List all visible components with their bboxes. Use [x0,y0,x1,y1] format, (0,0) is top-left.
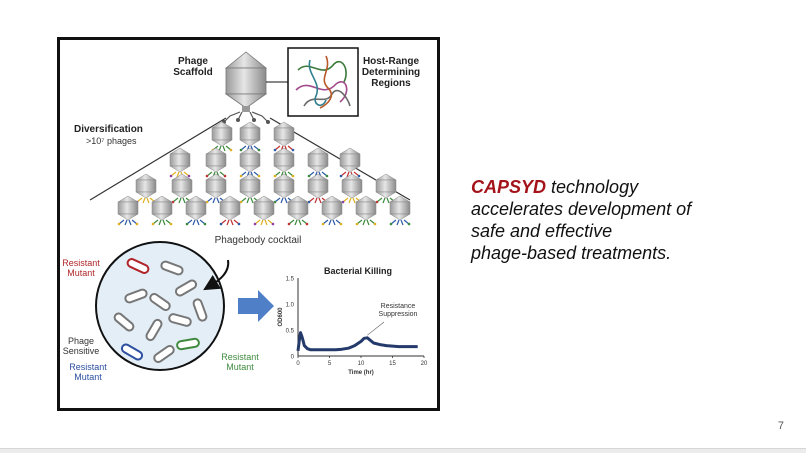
phage-icon [239,121,261,152]
brand-name: CAPSYD [471,177,547,197]
resistant-mutant-green-label: Resistant Mutant [221,352,259,372]
caption-line-3: safe and effective [471,221,613,241]
cocktail-label: Phagebody cocktail [214,235,302,246]
bacterium-icon [160,260,184,276]
y-tick-label: 0 [291,355,295,361]
bacterium-icon [149,292,171,312]
caption-line-1: CAPSYD technology [471,177,639,197]
protein-structure-image [266,47,359,117]
phage-icon [185,195,207,226]
phage-icon [273,147,295,178]
y-tick-label: 1.5 [286,277,295,283]
diversification-label: Diversification [74,124,143,135]
curved-arrow-icon [203,259,230,291]
bacterium-icon [192,298,208,322]
bacterium-icon [168,313,192,327]
phage-icon [171,173,193,204]
y-axis-label: OD600 [278,307,284,327]
caption-line-2: accelerates development of [471,199,692,219]
phage-icon [375,173,397,204]
phage-count-label: >10⁷ phages [86,136,137,146]
resistant-mutant-red-label: Resistant Mutant [62,258,100,278]
phage-icon [211,121,233,152]
x-tick-label: 5 [328,361,332,367]
x-tick-label: 15 [389,361,396,367]
bacterium-icon [174,279,198,297]
x-axis-label: Time (hr) [348,370,374,376]
phage-figure: 1.5 1.0 0.5 00 5 10 15 20 Bacterial KillingTime … [89,47,428,376]
phage-icon [341,173,363,204]
bacterial-killing-chart: 1.5 1.0 0.5 00 5 10 15 20 Bacterial KillingTime … [278,266,428,376]
x-tick-label: 0 [296,361,300,367]
phage-icon [389,195,411,226]
bacterium-icon [176,337,200,351]
phage-icon [151,195,173,226]
right-arrow-icon [238,290,274,322]
page-number: 7 [777,420,784,432]
phage-icon [307,147,329,178]
phage-icon [355,195,377,226]
phage-icon [339,147,361,178]
scaffold-label: Phage Scaffold [173,56,213,78]
y-tick-label: 0.5 [286,329,295,335]
phage-icon [307,173,329,204]
bacterium-icon [120,343,144,361]
bacteria-population-circle [95,241,225,371]
phage-icon [273,173,295,204]
phage-icon [239,173,261,204]
bacterium-icon [153,344,175,364]
series-line [296,331,418,352]
scaffold-phage-icon [222,51,270,124]
bacterium-icon [126,258,150,274]
chart-annotation: Suppression [379,311,418,318]
chart-title: Bacterial Killing [324,266,392,276]
phage-icon [219,195,241,226]
phage-library-grid [117,121,411,226]
chart-annotation: Resistance [381,303,416,310]
phage-icon [239,147,261,178]
phage-icon [287,195,309,226]
phage-icon [169,147,191,178]
resistant-mutant-blue-label: Resistant Mutant [69,362,107,382]
phage-icon [205,173,227,204]
y-tick-label: 1.0 [286,303,295,309]
bacterium-icon [124,288,148,304]
slide-caption: CAPSYD technology accelerates developmen… [471,176,791,264]
phage-icon [273,121,295,152]
bacterium-icon [113,312,135,332]
phage-icon [205,147,227,178]
phage-icon [117,195,139,226]
phage-icon [321,195,343,226]
x-tick-label: 10 [358,361,365,367]
x-tick-label: 20 [421,361,428,367]
caption-line-4: phage-based treatments. [471,243,672,263]
bacterium-icon [145,318,163,342]
phage-sensitive-label: Phage Sensitive [62,336,100,356]
phage-icon [135,173,157,204]
host-range-label: Host-Range Determining Regions [361,56,421,89]
phage-icon [253,195,275,226]
